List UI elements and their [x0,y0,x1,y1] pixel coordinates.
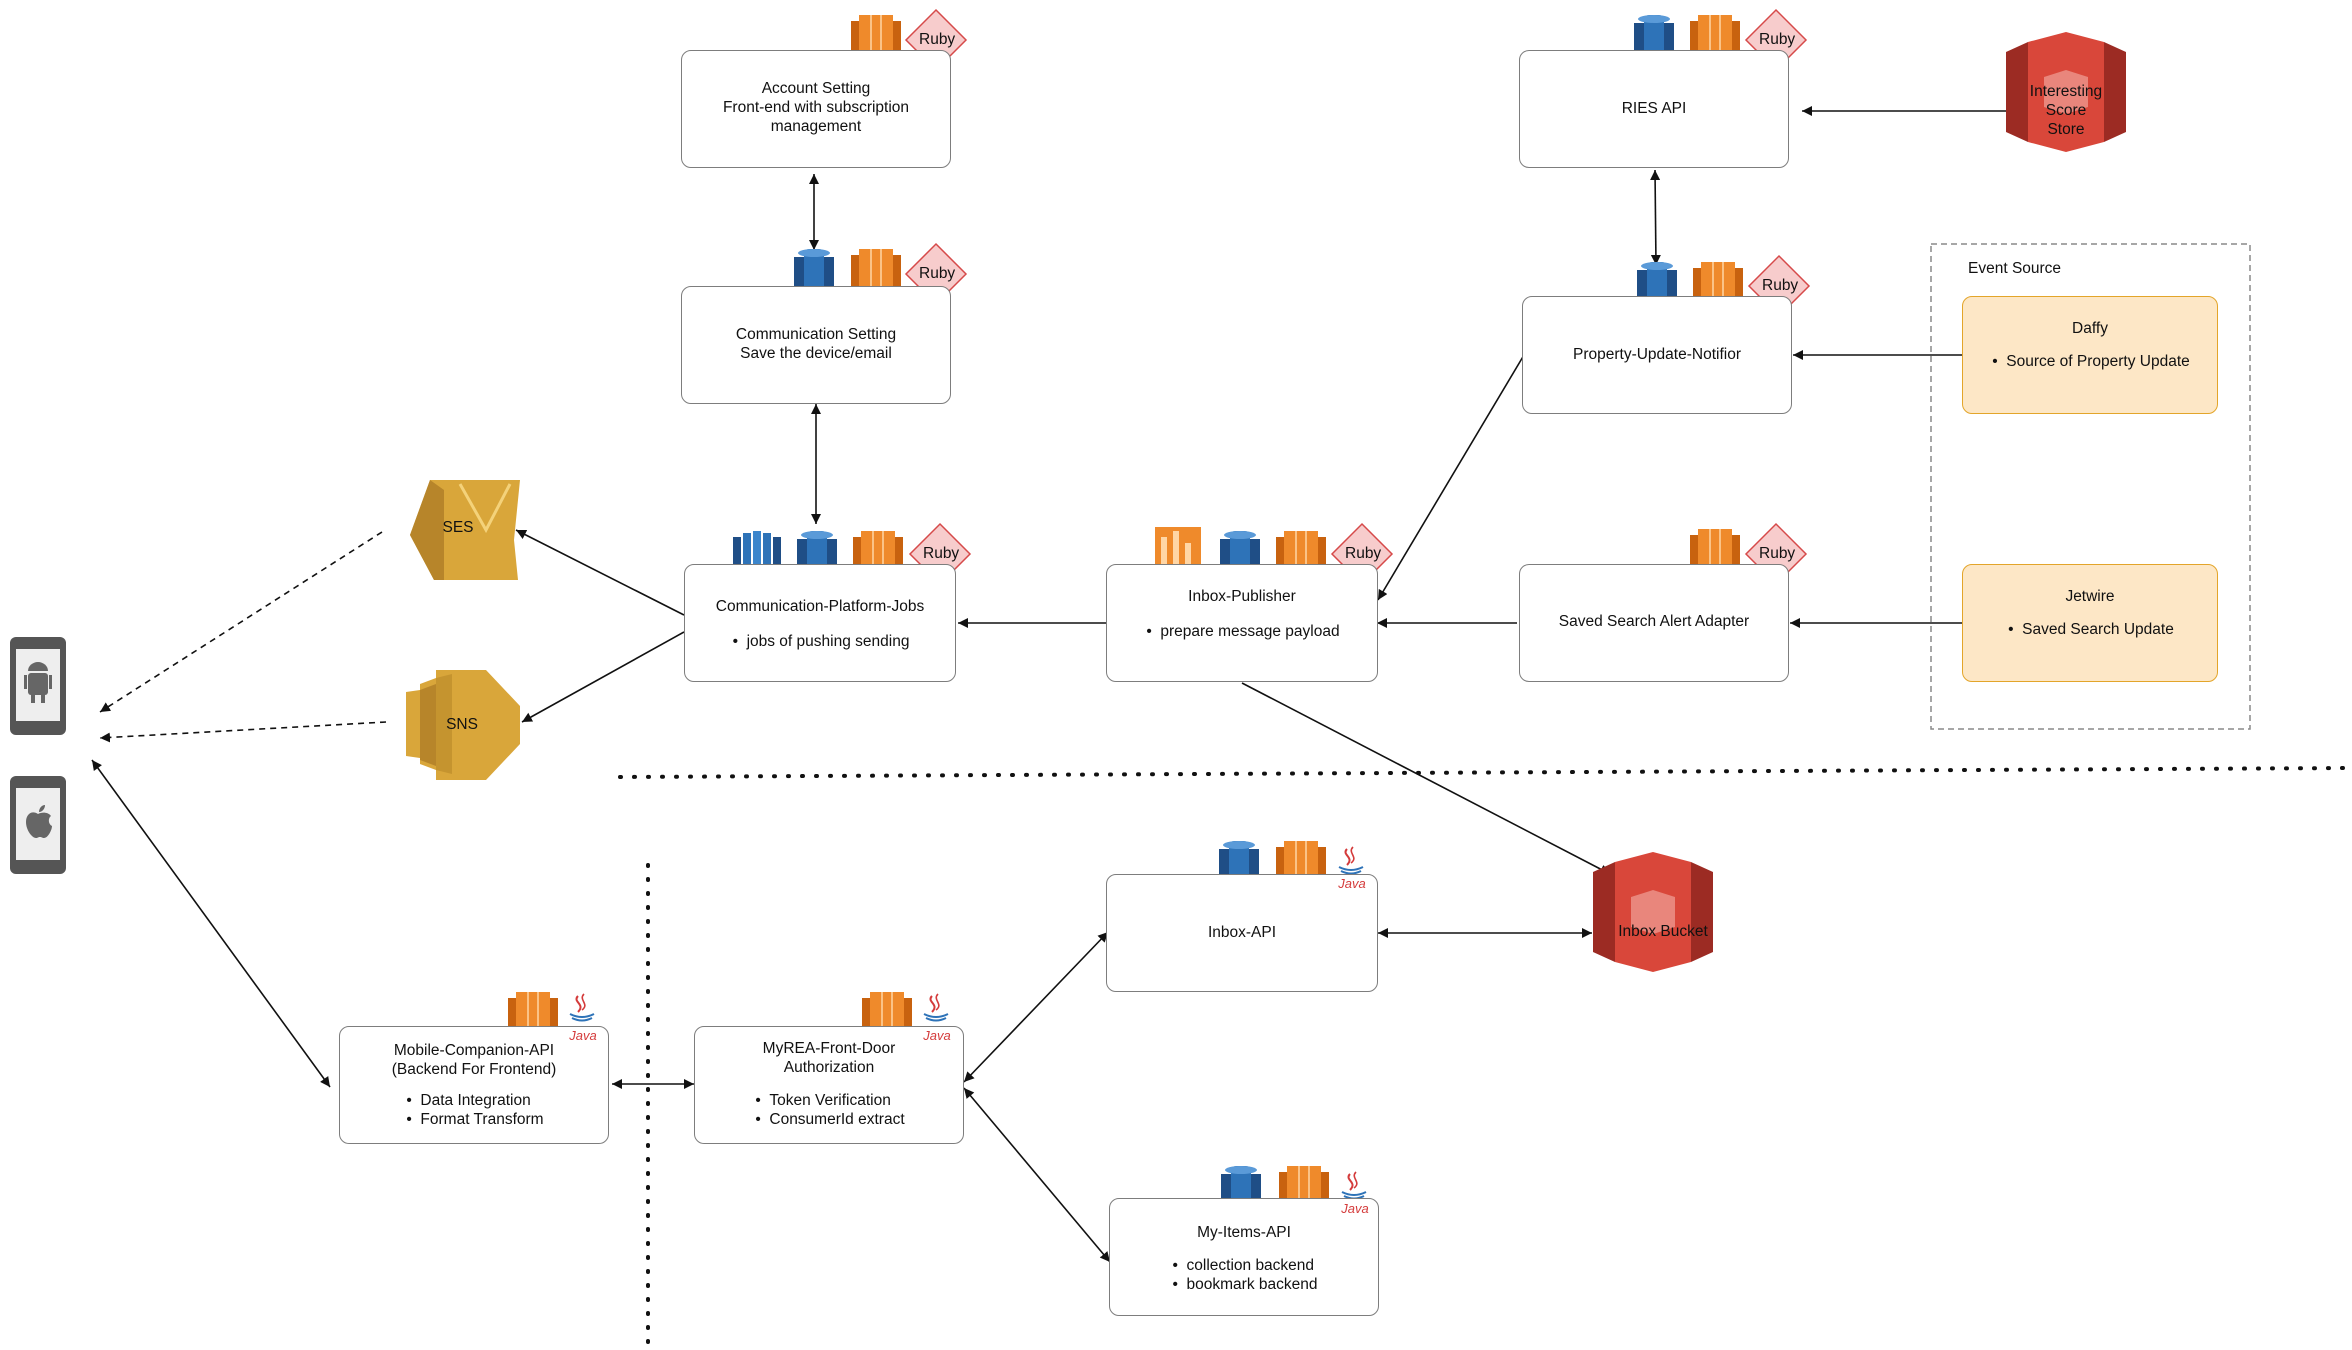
node-bullet: bookmark backend [1171,1275,1318,1294]
saved-search-alert-adapter-node[interactable]: Saved Search Alert Adapter [1519,564,1789,682]
node-bullet: collection backend [1171,1256,1318,1275]
java-label: Java [923,1028,951,1043]
event-source-label: Event Source [1968,260,2062,277]
java-icon [1341,1171,1367,1200]
ruby-label: Ruby [919,31,956,48]
node-title: Communication-Platform-Jobs [715,598,925,615]
node-title: Jetwire [2065,588,2115,605]
inbox-api-node[interactable]: Inbox-API [1106,874,1378,992]
s3-icon [1593,852,1713,972]
java-label: Java [1338,876,1366,891]
node-title: Mobile-Companion-API (Backend For Fronte… [391,1042,557,1078]
ries-api-node[interactable]: RIES API [1519,50,1789,168]
node-title: My-Items-API [1197,1224,1291,1241]
node-bullet: ConsumerId extract [753,1110,904,1129]
ruby-label: Ruby [1762,277,1799,294]
ruby-label: Ruby [1759,31,1796,48]
node-bullet: jobs of pushing sending [731,632,910,651]
edge-platform-jobs-sns [521,631,685,723]
dotted-separator-horizontal [618,766,2352,779]
myrea-front-door-node[interactable]: MyREA-Front-Door Authorization Token Ver… [694,1026,964,1144]
sns-label: SNS [446,716,478,733]
node-title: Property-Update-Notifior [1573,346,1741,363]
java-icon [1338,846,1364,875]
edge-ses-devices [99,531,383,713]
node-title: Daffy [2072,320,2108,337]
node-bullet: Data Integration [404,1091,543,1110]
java-label: Java [1341,1201,1369,1216]
account-setting-node[interactable]: Account Setting Front-end with subscript… [681,50,951,168]
node-title: Communication Setting Save the device/em… [735,326,897,362]
node-bullet: Source of Property Update [1990,352,2190,371]
ses-icon [410,480,520,580]
node-title: MyREA-Front-Door Authorization [762,1040,896,1076]
edge-notifior-inbox-publisher [1377,354,1525,601]
edge-sns-devices [99,721,387,743]
android-phone-icon [10,637,66,735]
property-update-notifior-node[interactable]: Property-Update-Notifior [1522,296,1792,414]
node-title: Account Setting Front-end with subscript… [722,80,910,135]
java-icon [569,993,595,1022]
mobile-companion-api-node[interactable]: Mobile-Companion-API (Backend For Fronte… [339,1026,609,1144]
ruby-label: Ruby [1759,545,1796,562]
java-label: Java [569,1028,597,1043]
ses-label: SES [442,519,474,536]
edge-platform-jobs-ses [515,529,685,616]
node-bullet: Token Verification [753,1091,904,1110]
java-icon [923,993,949,1022]
node-title: Saved Search Alert Adapter [1558,613,1750,630]
daffy-node[interactable]: Daffy Source of Property Update [1962,296,2218,414]
jetwire-node[interactable]: Jetwire Saved Search Update [1962,564,2218,682]
ruby-label: Ruby [919,265,956,282]
node-bullet: Format Transform [404,1110,543,1129]
node-bullet: prepare message payload [1144,622,1339,641]
interesting-score-store-label: Interesting Score Store [2029,83,2103,138]
connectors [91,106,2007,1263]
inbox-bucket-label: Inbox Bucket [1618,923,1708,940]
edge-front-door-my-items [963,1087,1111,1263]
edge-ries-property-notifior [1650,169,1661,266]
communication-setting-node[interactable]: Communication Setting Save the device/em… [681,286,951,404]
communication-platform-jobs-node[interactable]: Communication-Platform-Jobs jobs of push… [684,564,956,682]
node-title: RIES API [1621,100,1687,117]
event-source-group [1930,243,2251,730]
edge-devices-mobile-companion [91,759,331,1088]
ruby-label: Ruby [1345,545,1382,562]
sns-icon [406,670,520,780]
my-items-api-node[interactable]: My-Items-API collection backend bookmark… [1109,1198,1379,1316]
node-title: Inbox-API [1207,924,1277,941]
inbox-publisher-node[interactable]: Inbox-Publisher prepare message payload [1106,564,1378,682]
edge-front-door-inbox-api [963,931,1109,1083]
edge-inbox-publisher-bucket [1241,682,1611,875]
ios-phone-icon [10,776,66,874]
node-bullet: Saved Search Update [2006,620,2174,639]
ruby-label: Ruby [923,545,960,562]
node-title: Inbox-Publisher [1188,588,1296,605]
